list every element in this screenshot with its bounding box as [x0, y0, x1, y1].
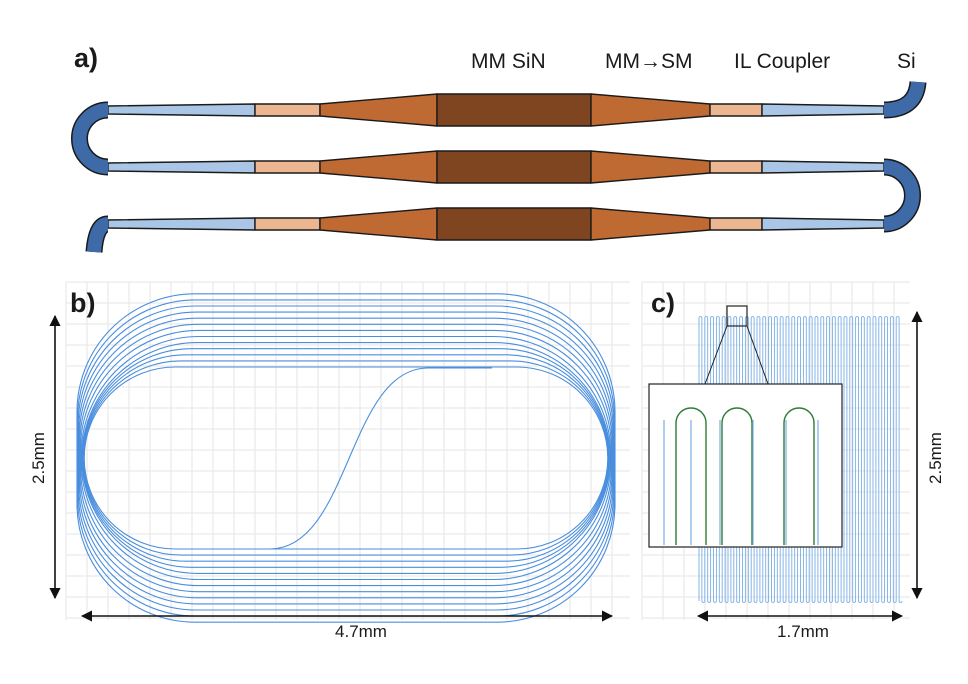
meander-trace: [698, 316, 903, 603]
il-coupler-left: [254, 160, 321, 174]
spiral-delay-line: [76, 293, 616, 623]
si-taper-left: [107, 160, 256, 174]
inset-arc: [675, 407, 707, 545]
spiral-loop: [83, 360, 609, 556]
panel-b-width-label: 4.7mm: [335, 622, 387, 641]
zoom-inset: [648, 383, 843, 548]
spiral-loop: [77, 299, 615, 617]
mm-sin-section: [436, 150, 592, 184]
spiral-loop: [80, 335, 612, 581]
zoom-source-box: [726, 305, 748, 327]
si-taper-left: [107, 103, 256, 117]
spiral-loop: [78, 311, 614, 605]
mm-taper-left: [319, 207, 438, 241]
si-bend-right: [883, 160, 920, 231]
panel-c-width-label: 1.7mm: [777, 622, 829, 641]
zoom-line-right: [746, 325, 769, 385]
waveguide-row: [107, 150, 885, 184]
mm-taper-right: [590, 150, 711, 184]
panel-b-letter: b): [70, 288, 95, 318]
spiral-loop: [83, 366, 609, 550]
si-taper-left: [107, 217, 256, 231]
panel-b: b) 2.5mm 4.7mm: [29, 281, 630, 641]
panel-c: c) 2.5mm 1.7mm: [641, 281, 945, 641]
spiral-loop: [81, 348, 611, 568]
si-taper-right: [761, 160, 885, 174]
si-bend-left: [72, 103, 109, 174]
il-coupler-left: [254, 217, 321, 231]
inset-arc: [783, 407, 815, 545]
label-il-coupler: IL Coupler: [734, 50, 830, 73]
panel-a-letter: a): [74, 43, 98, 73]
spiral-loop: [81, 342, 611, 574]
mm-taper-left: [319, 93, 438, 127]
spiral-loop: [76, 293, 616, 623]
label-mm-sin: MM SiN: [471, 50, 546, 73]
panel-b-height-label: 2.5mm: [29, 432, 48, 484]
waveguide-rows: [71, 80, 927, 253]
spiral-loop: [79, 323, 613, 593]
mm-taper-right: [590, 207, 711, 241]
label-mm-to-sm: MM→SM: [605, 50, 693, 73]
spiral-loop: [82, 354, 610, 562]
panel-c-height-label: 2.5mm: [926, 432, 945, 484]
spiral-loop: [77, 305, 615, 611]
panel-b-grid: [65, 281, 630, 620]
panel-a: a) MM SiN MM→SM IL Coupler Si: [71, 43, 927, 253]
inset-arc: [721, 407, 753, 545]
mm-taper-right: [590, 93, 711, 127]
mm-sin-section: [436, 207, 592, 241]
mm-sin-section: [436, 93, 592, 127]
label-si: Si: [897, 50, 916, 73]
si-output-bend: [87, 217, 110, 253]
il-coupler-right: [709, 160, 763, 174]
si-input-bend: [883, 81, 925, 117]
spiral-loop: [80, 329, 612, 587]
si-taper-right: [761, 103, 885, 117]
panel-c-letter: c): [651, 288, 675, 318]
spiral-s-bend: [205, 367, 492, 550]
si-taper-right: [761, 217, 885, 231]
meander-delay-line: [698, 316, 903, 603]
waveguide-row: [107, 207, 885, 241]
il-coupler-left: [254, 103, 321, 117]
spiral-loop: [78, 317, 614, 599]
waveguide-row: [107, 93, 885, 127]
mm-taper-left: [319, 150, 438, 184]
il-coupler-right: [709, 103, 763, 117]
zoom-line-left: [704, 325, 728, 385]
il-coupler-right: [709, 217, 763, 231]
